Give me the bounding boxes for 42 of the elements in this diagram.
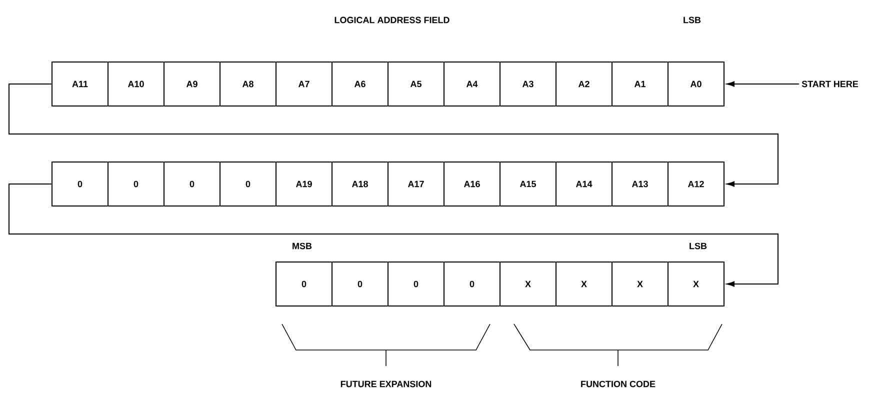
bit-cell: X	[668, 262, 724, 306]
bit-cell: 0	[276, 262, 332, 306]
bit-cell: A3	[500, 62, 556, 106]
bit-cell: 0	[444, 262, 500, 306]
bit-cell: A16	[444, 162, 500, 206]
bit-cell: 0	[108, 162, 164, 206]
bit-cell: A18	[332, 162, 388, 206]
bit-order-label: LSB	[684, 16, 701, 24]
bit-cell: A4	[444, 62, 500, 106]
bit-cell: 0	[388, 262, 444, 306]
bit-cell: A2	[556, 62, 612, 106]
bit-cell: X	[612, 262, 668, 306]
field-label: LOGICAL ADDRESS FIELD	[334, 16, 450, 24]
bit-cell: A1	[612, 62, 668, 106]
arrow	[726, 81, 800, 87]
bit-cell: 0	[332, 262, 388, 306]
bit-cell: 0	[220, 162, 276, 206]
bit-cell: A11	[52, 62, 108, 106]
bit-order-label: MSB	[292, 242, 312, 250]
bit-cell: A19	[276, 162, 332, 206]
bit-cell: A9	[164, 62, 220, 106]
bit-cell: A6	[332, 62, 388, 106]
bit-cell: X	[500, 262, 556, 306]
arrow	[8, 84, 778, 187]
bit-cell: A15	[500, 162, 556, 206]
bit-cell: A12	[668, 162, 724, 206]
bit-cell: 0	[164, 162, 220, 206]
bit-cell: A13	[612, 162, 668, 206]
bit-cell: A14	[556, 162, 612, 206]
bit-cell: A5	[388, 62, 444, 106]
bit-cell: A17	[388, 162, 444, 206]
arrow	[8, 184, 778, 287]
bit-cell: 0	[52, 162, 108, 206]
bit-cell: X	[556, 262, 612, 306]
field-label: FUTURE EXPANSION	[340, 380, 432, 388]
bit-cell: A0	[668, 62, 724, 106]
start-label: START HERE	[802, 80, 858, 88]
bit-cell: A8	[220, 62, 276, 106]
bit-cell: A7	[276, 62, 332, 106]
bit-order-label: LSB	[690, 242, 707, 250]
bit-cell: A10	[108, 62, 164, 106]
field-label: FUNCTION CODE	[581, 380, 656, 388]
